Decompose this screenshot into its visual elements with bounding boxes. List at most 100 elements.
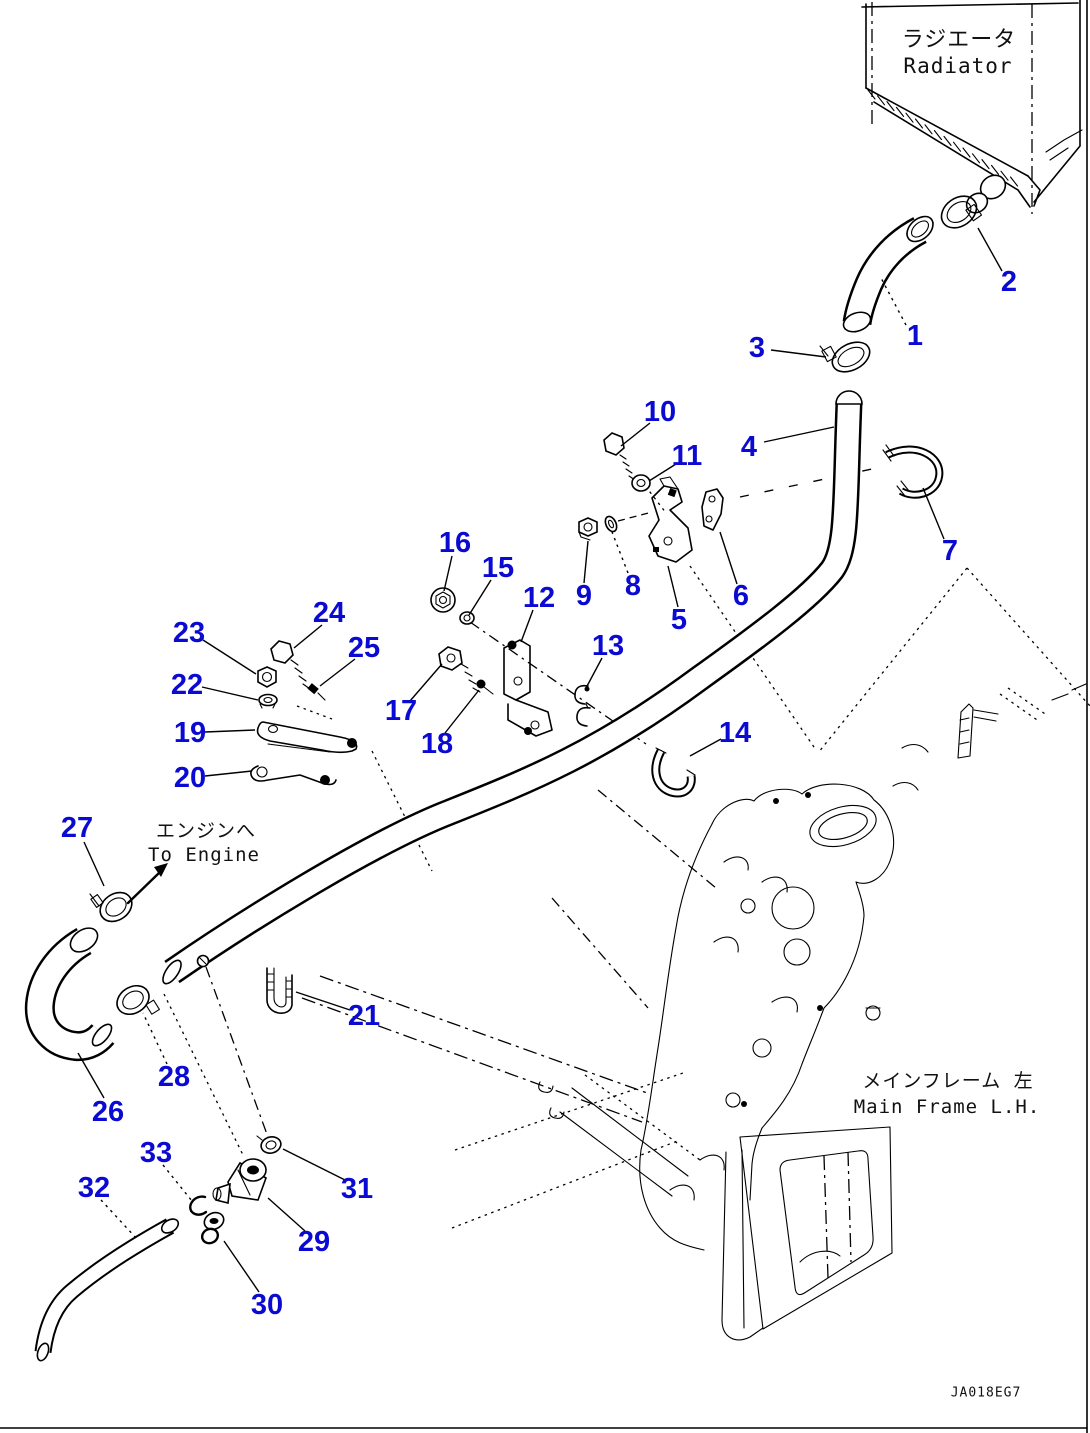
hose-clamp-3: [819, 341, 871, 373]
callout-32: 32: [78, 1172, 110, 1204]
callout-12: 12: [523, 582, 555, 614]
callout-layer: 1234567891011121314151617181920212223242…: [61, 227, 1017, 1321]
pipe-bracket-cluster-art: [430, 587, 696, 798]
callout-4: 4: [741, 431, 757, 463]
leader-line-26: [77, 1052, 105, 1099]
leader-line-6: [719, 531, 738, 585]
fitting-30: [200, 1211, 225, 1245]
leader-line-18: [444, 689, 480, 734]
strap-20: [250, 765, 337, 786]
hose-clamp-27: [89, 891, 133, 923]
nut-23: [257, 666, 277, 688]
upper-hose-art: [819, 195, 983, 373]
callout-25: 25: [348, 632, 380, 664]
leader-line-17: [409, 663, 443, 702]
leader-line-1: [879, 275, 907, 326]
leader-line-23: [202, 639, 257, 675]
screw-18: [476, 679, 494, 695]
bracket-5: [648, 476, 693, 563]
callout-2: 2: [1001, 266, 1017, 298]
hose-clamp-28: [116, 984, 160, 1016]
leader-line-31: [282, 1148, 346, 1181]
leader-line-33: [162, 1164, 193, 1202]
callout-20: 20: [174, 762, 206, 794]
main-frame-label-jp: メインフレーム 左: [862, 1070, 1033, 1092]
callout-10: 10: [644, 396, 676, 428]
u-bolt-art: [882, 444, 944, 499]
radiator-label-en: Radiator: [903, 54, 1012, 78]
main-frame-art: [559, 683, 1087, 1341]
to-engine-arrow: [126, 863, 168, 905]
plug-31: [256, 1135, 282, 1154]
callout-29: 29: [298, 1226, 330, 1258]
washer-8: [604, 515, 618, 533]
plate-cluster-art: [250, 640, 358, 786]
callout-5: 5: [671, 604, 687, 636]
callout-15: 15: [482, 552, 514, 584]
leader-line-22: [201, 686, 259, 701]
bolt-17: [438, 646, 481, 693]
washer-11: [631, 474, 651, 492]
valve-29: [212, 1158, 267, 1204]
callout-24: 24: [313, 597, 345, 629]
construction-lines: [163, 468, 1090, 1229]
leader-line-12: [520, 609, 534, 643]
leader-line-13: [585, 657, 603, 689]
leader-line-14: [689, 738, 722, 757]
callout-9: 9: [576, 580, 592, 612]
leader-line-9: [583, 540, 589, 584]
callout-31: 31: [341, 1173, 373, 1205]
callout-1: 1: [907, 320, 923, 352]
bracket-12: [503, 639, 553, 737]
lower-hose-art: [24, 863, 293, 1062]
callout-8: 8: [625, 570, 641, 602]
drain-valve-art: [34, 1135, 282, 1362]
leader-line-21: [295, 991, 351, 1011]
to-engine-label-jp: エンジンへ: [156, 820, 256, 842]
bracket-cluster-art: [578, 432, 724, 563]
leader-line-32: [100, 1199, 138, 1240]
leader-line-11: [648, 463, 677, 482]
callout-30: 30: [251, 1289, 283, 1321]
leader-line-25: [319, 658, 356, 687]
callout-13: 13: [592, 630, 624, 662]
nut-16: [430, 587, 456, 613]
leader-line-19: [204, 729, 256, 733]
bolt-10: [603, 432, 636, 481]
leader-line-7: [922, 487, 945, 540]
clamp-13: [574, 684, 591, 727]
u-clip-21: [266, 967, 293, 1014]
callout-33: 33: [140, 1137, 172, 1169]
link-6: [701, 488, 724, 531]
callout-19: 19: [174, 717, 206, 749]
main-frame-label-en: Main Frame L.H.: [854, 1096, 1041, 1118]
callout-18: 18: [421, 728, 453, 760]
leader-line-30: [223, 1240, 260, 1293]
leader-line-3: [770, 349, 827, 358]
leader-line-16: [443, 555, 453, 592]
callout-26: 26: [92, 1096, 124, 1128]
callout-27: 27: [61, 812, 93, 844]
leader-line-20: [204, 770, 253, 777]
radiator-label-jp: ラジエータ: [902, 28, 1017, 53]
clamp-33: [189, 1195, 208, 1216]
plate-19: [256, 721, 358, 754]
callout-7: 7: [942, 535, 958, 567]
nut-9: [578, 517, 598, 541]
leader-line-28: [142, 1012, 168, 1065]
callout-11: 11: [672, 440, 703, 472]
leader-line-15: [468, 579, 492, 616]
clip-14: [651, 747, 696, 798]
to-engine-label-en: To Engine: [148, 844, 260, 866]
callout-28: 28: [158, 1061, 190, 1093]
radiator-art: [861, 0, 1083, 214]
callout-14: 14: [719, 717, 751, 749]
bolt-24: [270, 640, 311, 690]
callout-3: 3: [749, 332, 765, 364]
callout-23: 23: [173, 617, 205, 649]
callout-21: 21: [348, 1000, 380, 1032]
leader-line-10: [620, 422, 651, 447]
